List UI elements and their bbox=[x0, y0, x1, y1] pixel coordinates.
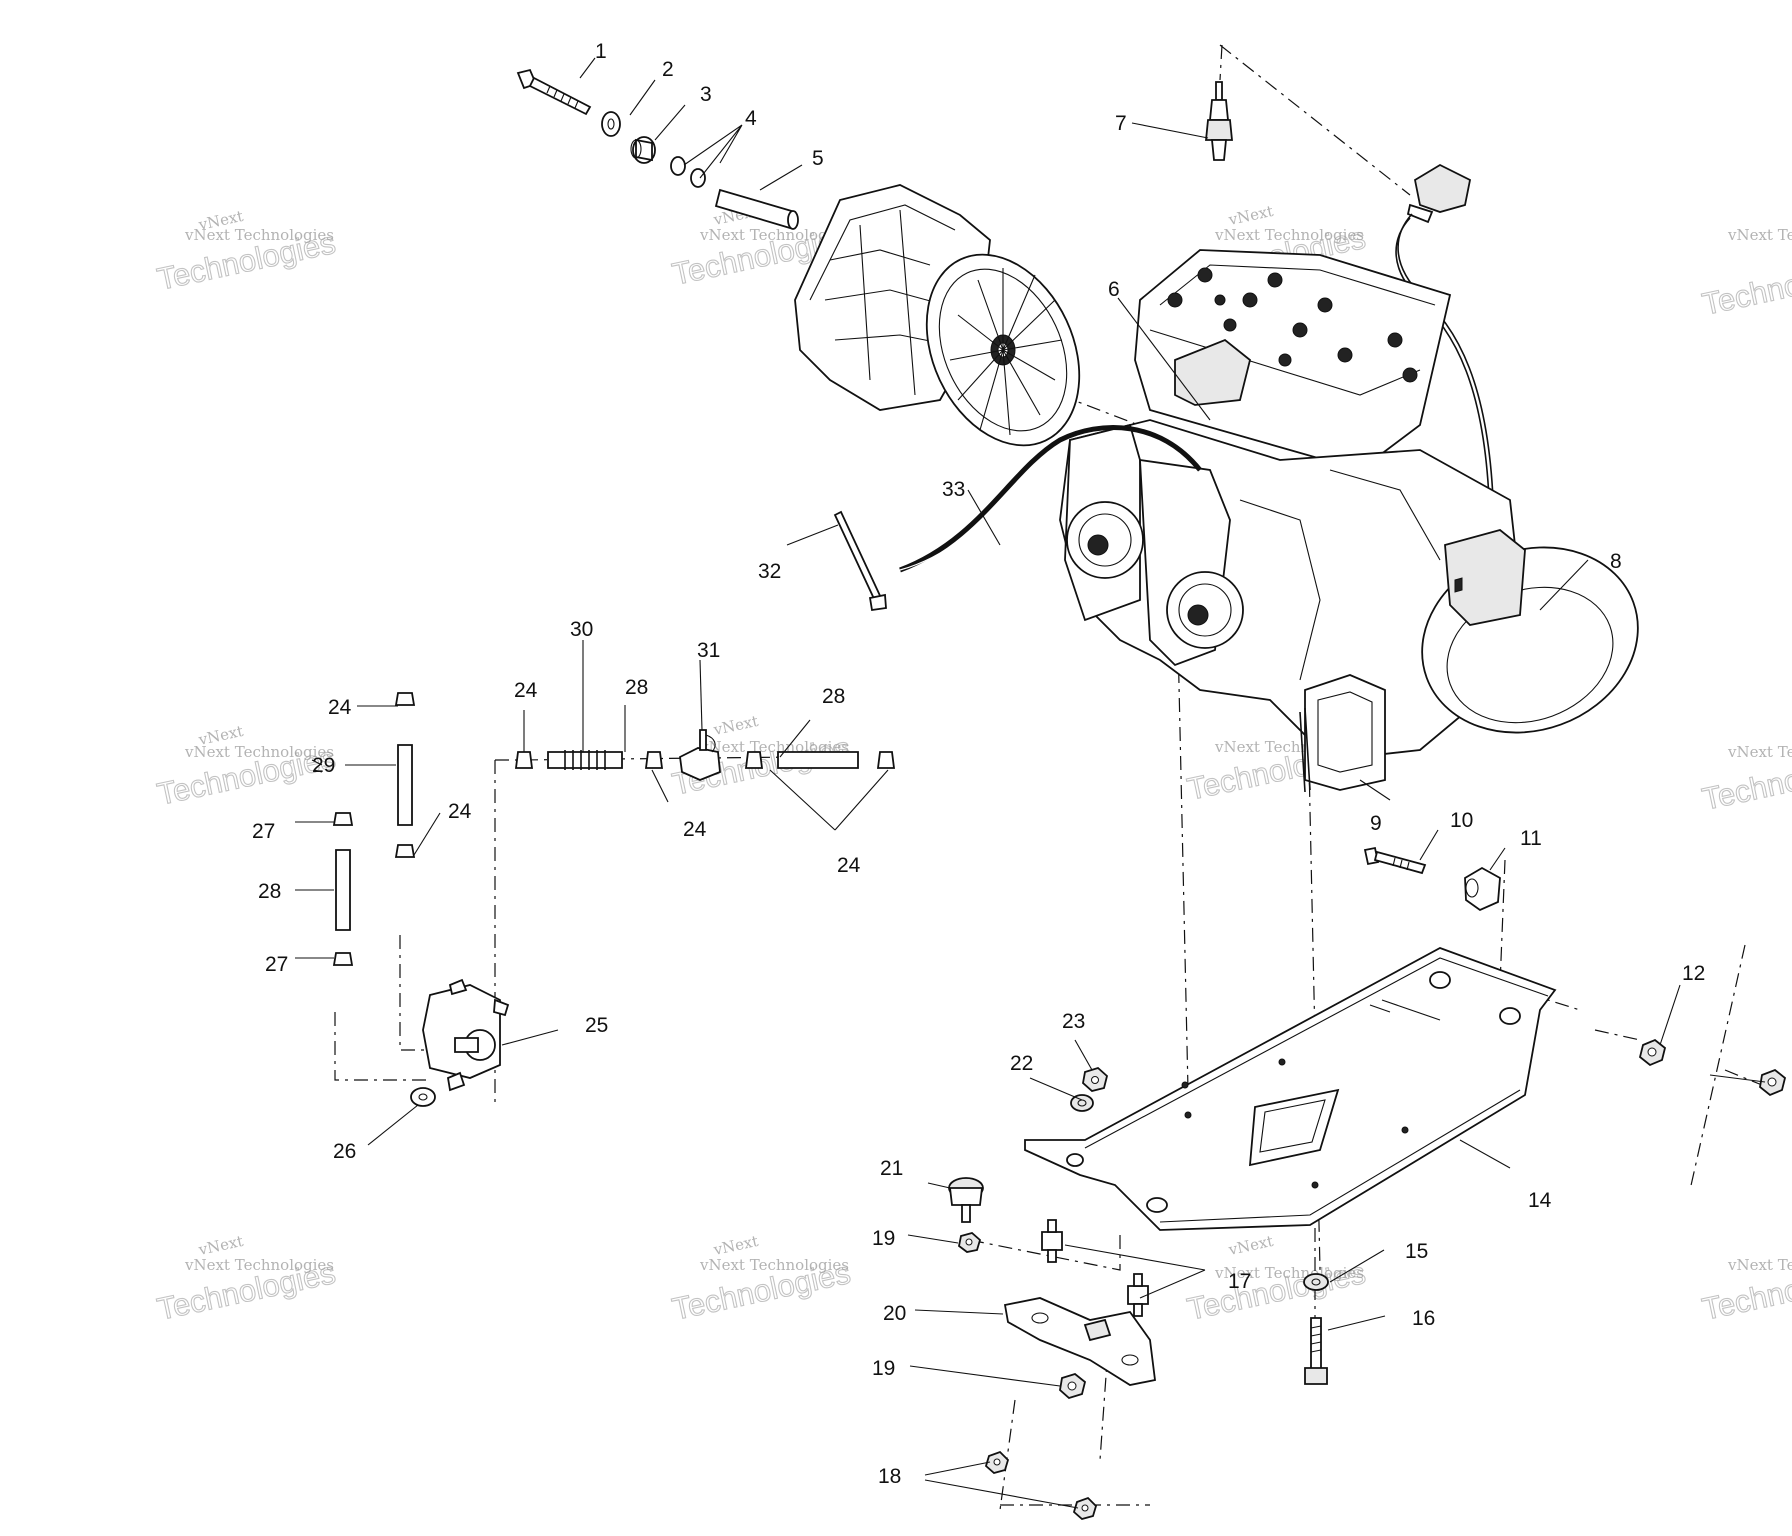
label-21: 21 bbox=[880, 1157, 903, 1180]
label-12: 12 bbox=[1682, 962, 1705, 985]
label-26: 26 bbox=[333, 1140, 356, 1163]
label-33: 33 bbox=[942, 478, 965, 501]
fuel-hoses-left bbox=[311, 692, 416, 966]
svg-text:vNext Technologies: vNext Technologies bbox=[184, 1256, 334, 1274]
washer-2 bbox=[601, 111, 621, 137]
washer-15 bbox=[1303, 1273, 1329, 1291]
stud-17b bbox=[1127, 1273, 1149, 1317]
label-4: 4 bbox=[745, 107, 757, 130]
label-31: 31 bbox=[697, 639, 720, 662]
svg-text:vNext Technologies: vNext Technologies bbox=[184, 226, 334, 244]
watermark-top-left: Technologies vNext vNext Technologies bbox=[154, 207, 339, 297]
fuel-pump-25 bbox=[422, 978, 510, 1092]
watermark-top-far-right: Technologies vNext Technologies bbox=[1699, 226, 1792, 322]
label-14: 14 bbox=[1528, 1189, 1552, 1212]
engine-mount-plate-14 bbox=[1024, 947, 1557, 1231]
fuel-line-center bbox=[514, 729, 896, 781]
spacer-5 bbox=[714, 188, 799, 230]
label-10: 10 bbox=[1450, 809, 1473, 832]
label-7: 7 bbox=[1115, 112, 1127, 135]
label-19b: 19 bbox=[872, 1357, 895, 1380]
label-28c: 28 bbox=[822, 685, 845, 708]
svg-text:vNext: vNext bbox=[711, 712, 760, 739]
label-24a: 24 bbox=[328, 696, 352, 719]
nut-12b bbox=[1759, 1068, 1787, 1097]
watermark-mid-left: Technologies vNext vNext Technologies bbox=[154, 722, 339, 812]
svg-text:vNext Technologies: vNext Technologies bbox=[1727, 743, 1792, 761]
label-29: 29 bbox=[312, 754, 335, 777]
label-25: 25 bbox=[585, 1014, 608, 1037]
label-9: 9 bbox=[1370, 812, 1382, 835]
part-labels: 1 2 3 4 5 6 7 8 9 10 11 12 14 15 16 17 1… bbox=[252, 40, 1705, 1488]
label-11: 11 bbox=[1520, 827, 1542, 850]
label-32: 32 bbox=[758, 560, 781, 583]
bolt-10 bbox=[1363, 846, 1427, 875]
label-24c: 24 bbox=[514, 679, 538, 702]
svg-text:vNext: vNext bbox=[1226, 1232, 1275, 1259]
stud-17a bbox=[1041, 1219, 1063, 1263]
bolt-16 bbox=[1304, 1317, 1328, 1385]
label-17: 17 bbox=[1228, 1270, 1251, 1293]
leader-lines bbox=[295, 57, 1766, 1509]
label-22: 22 bbox=[1010, 1052, 1033, 1075]
label-27a: 27 bbox=[252, 820, 275, 843]
label-23: 23 bbox=[1062, 1010, 1085, 1033]
nut-19b bbox=[1059, 1372, 1087, 1400]
label-8: 8 bbox=[1610, 550, 1622, 573]
washer-26 bbox=[410, 1087, 436, 1107]
label-2: 2 bbox=[662, 58, 674, 81]
spark-plug-7 bbox=[1205, 81, 1233, 161]
watermark-bottom-right: Technologies vNext vNext Technologies bbox=[1184, 1232, 1369, 1327]
svg-text:vNext Technologies: vNext Technologies bbox=[699, 1256, 849, 1274]
svg-text:vNext Technologies: vNext Technologies bbox=[699, 226, 849, 244]
label-16: 16 bbox=[1412, 1307, 1435, 1330]
recoil-rope-33 bbox=[899, 425, 1202, 573]
label-18: 18 bbox=[878, 1465, 901, 1488]
label-24d: 24 bbox=[683, 818, 707, 841]
label-1: 1 bbox=[595, 40, 607, 63]
assembly-lines bbox=[334, 44, 1763, 1511]
nut-23 bbox=[1082, 1066, 1109, 1092]
watermark-bottom-center: Technologies vNext vNext Technologies bbox=[669, 1232, 854, 1327]
label-5: 5 bbox=[812, 147, 824, 170]
watermark-bottom-far-right: Technologies vNext Technologies bbox=[1699, 1254, 1792, 1327]
watermark-mid-far-right: Technologies vNext Technologies bbox=[1699, 743, 1792, 817]
nut-12 bbox=[1638, 1038, 1667, 1067]
svg-text:vNext Technologies: vNext Technologies bbox=[1727, 226, 1792, 244]
svg-text:vNext Technologies: vNext Technologies bbox=[1727, 1256, 1792, 1274]
nut-18b bbox=[1072, 1496, 1098, 1520]
cable-tie-32 bbox=[833, 510, 887, 612]
svg-text:vNext Technologies: vNext Technologies bbox=[184, 743, 334, 761]
label-6: 6 bbox=[1108, 278, 1120, 301]
washer-22 bbox=[1070, 1094, 1094, 1112]
label-20: 20 bbox=[883, 1302, 906, 1325]
label-24e: 24 bbox=[837, 854, 861, 877]
watermark-bottom-left: Technologies vNext vNext Technologies bbox=[154, 1232, 339, 1327]
label-15: 15 bbox=[1405, 1240, 1428, 1263]
label-28b: 28 bbox=[625, 676, 648, 699]
label-30: 30 bbox=[570, 618, 593, 641]
engine-8 bbox=[1059, 249, 1639, 793]
label-24b: 24 bbox=[448, 800, 472, 823]
label-3: 3 bbox=[700, 83, 712, 106]
bushing-3 bbox=[630, 136, 656, 164]
svg-text:vNext Technologies: vNext Technologies bbox=[1214, 226, 1364, 244]
bolt-1 bbox=[516, 68, 592, 116]
label-28a: 28 bbox=[258, 880, 281, 903]
drive-clutch bbox=[794, 184, 1081, 447]
mount-11 bbox=[1464, 866, 1501, 912]
svg-text:Technologies: Technologies bbox=[1699, 250, 1792, 322]
label-19a: 19 bbox=[872, 1227, 895, 1250]
o-rings-4 bbox=[670, 156, 706, 188]
nut-19a bbox=[958, 1232, 982, 1253]
mount-21 bbox=[948, 1177, 984, 1223]
bracket-20 bbox=[1003, 1297, 1156, 1386]
nut-18a bbox=[984, 1450, 1010, 1474]
label-27b: 27 bbox=[265, 953, 288, 976]
